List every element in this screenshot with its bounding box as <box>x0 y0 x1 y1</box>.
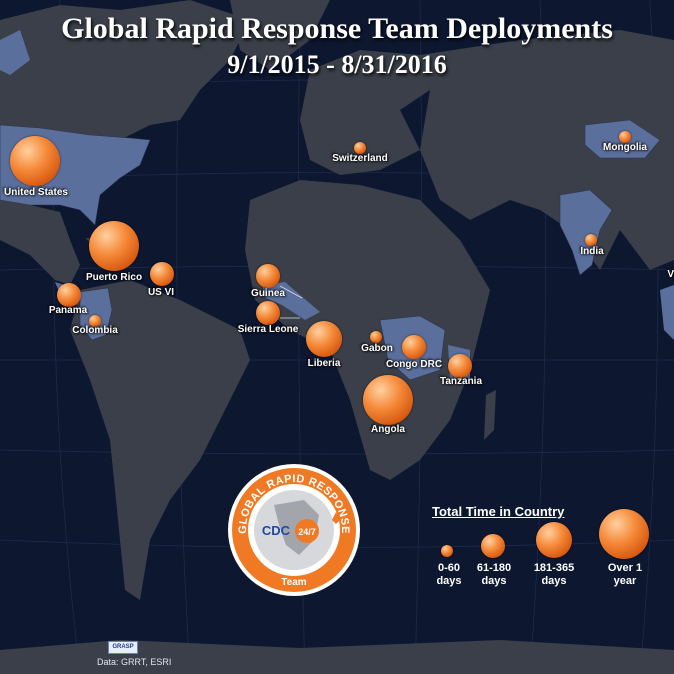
land-west-africa-highlight <box>262 282 320 320</box>
logo-team-text: Team <box>281 577 306 588</box>
label-sierra-leone: Sierra Leone <box>237 324 299 335</box>
leader-lines <box>279 285 303 319</box>
legend-marker-61-180 <box>481 534 505 558</box>
label-panama: Panama <box>48 305 88 316</box>
data-source: Data: GRRT, ESRI <box>97 657 172 667</box>
label-switzerland: Switzerland <box>332 153 388 164</box>
logo-cdc-text: CDC <box>262 523 291 538</box>
grasp-badge: GRASP <box>108 641 138 654</box>
legend-marker-over-1-year <box>599 509 649 559</box>
label-congo-drc: Congo DRC <box>385 359 443 370</box>
marker-panama[interactable] <box>57 283 81 307</box>
marker-tanzania[interactable] <box>448 354 472 378</box>
land-greenland <box>230 0 330 70</box>
marker-angola[interactable] <box>363 375 413 425</box>
land-north-america-north <box>0 0 250 140</box>
marker-puerto-rico[interactable] <box>89 221 139 271</box>
marker-guinea[interactable] <box>256 264 280 288</box>
marker-us-vi[interactable] <box>150 262 174 286</box>
map-title: Global Rapid Response Team Deployments <box>61 12 613 45</box>
label-liberia: Liberia <box>307 358 341 369</box>
land-madagascar <box>484 390 496 440</box>
land-alaska <box>0 30 30 75</box>
marker-gabon[interactable] <box>370 331 382 343</box>
label-angola: Angola <box>371 424 405 435</box>
label-india: India <box>580 246 604 257</box>
land-africa <box>245 180 490 480</box>
label-us-vi: US VI <box>147 287 175 298</box>
land-south-america <box>70 280 250 600</box>
land-india <box>559 189 613 276</box>
marker-mongolia[interactable] <box>619 131 631 143</box>
land-mexico <box>0 200 80 285</box>
land-southeast-asia <box>660 285 674 340</box>
map-subtitle: 9/1/2015 - 8/31/2016 <box>227 50 447 79</box>
marker-congo-drc[interactable] <box>402 335 426 359</box>
label-puerto-rico: Puerto Rico <box>85 272 143 283</box>
marker-colombia[interactable] <box>89 315 101 327</box>
marker-india[interactable] <box>585 234 597 246</box>
logo-badge-text: 24/7 <box>298 527 316 537</box>
label-gabon: Gabon <box>361 343 393 354</box>
logo-badge-circle <box>295 519 319 543</box>
land-colombia <box>79 287 113 341</box>
label-united-states: United States <box>4 187 68 198</box>
legend-marker-0-60 <box>441 545 453 557</box>
logo-figure-icon <box>332 512 340 524</box>
cdc-grrt-logo: GLOBAL RAPID RESPONSE Team CDC 24/7 <box>228 464 360 596</box>
label-mongolia: Mongolia <box>603 142 647 153</box>
marker-sierra-leone[interactable] <box>256 301 280 325</box>
legend-title: Total Time in Country <box>432 504 565 519</box>
label-colombia: Colombia <box>72 325 118 336</box>
marker-united-states[interactable] <box>10 136 60 186</box>
label-vi-partial: Vi <box>667 269 674 280</box>
label-tanzania: Tanzania <box>439 376 483 387</box>
land-antarctica <box>0 640 674 674</box>
land-europe <box>300 50 430 175</box>
marker-switzerland[interactable] <box>354 142 366 154</box>
label-guinea: Guinea <box>251 288 285 299</box>
legend-marker-181-365 <box>536 522 572 558</box>
marker-liberia[interactable] <box>306 321 342 357</box>
